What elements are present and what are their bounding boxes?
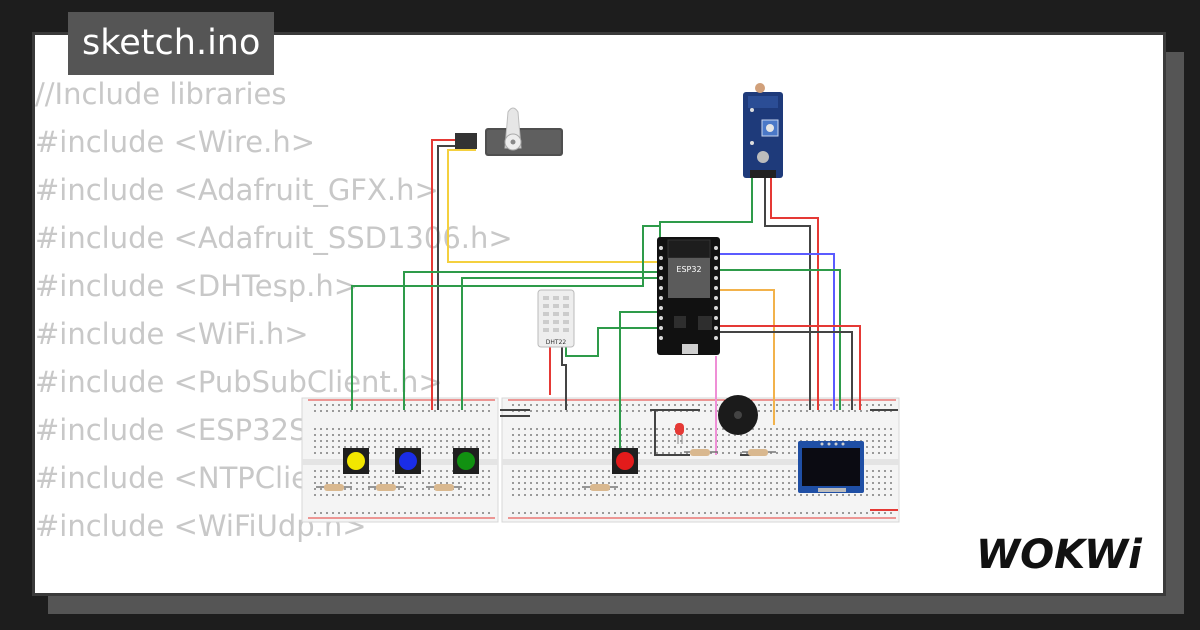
esp32-board: ESP32: [657, 237, 720, 355]
code-line: //Include libraries: [35, 77, 287, 111]
code-line: #include <Adafruit_GFX.h>: [35, 173, 439, 207]
file-name: sketch.ino: [82, 23, 261, 63]
button-blue-cap: [399, 452, 417, 470]
code-preview: //Include libraries #include <Wire.h> #i…: [35, 70, 513, 550]
button-yellow-cap: [347, 452, 365, 470]
wokwi-logo-text: WOKWi: [976, 532, 1143, 578]
code-line: #include <WiFi.h>: [35, 317, 309, 351]
button-yellow: [343, 448, 369, 474]
code-line: #include <Wire.h>: [35, 125, 316, 159]
button-green-cap: [457, 452, 475, 470]
code-line: #include <DHTesp.h>: [35, 269, 359, 303]
resistors: [316, 449, 776, 491]
file-tab[interactable]: sketch.ino: [68, 12, 275, 75]
button-blue: [395, 448, 421, 474]
code-line: #include <Adafruit_SSD1306.h>: [35, 221, 513, 255]
ldr-module: [743, 83, 783, 178]
buzzer: [718, 395, 758, 435]
code-line: #include <PubSubClient.h>: [35, 365, 443, 399]
button-green: [453, 448, 479, 474]
dht22-sensor: DHT22: [537, 289, 575, 348]
button-red-cap: [616, 452, 634, 470]
led: [675, 423, 684, 444]
servo-motor: [455, 107, 563, 156]
wokwi-logo: WOKWi: [976, 532, 1143, 578]
esp32-label: ESP32: [676, 265, 701, 274]
code-line: #include <WiFiUdp.h>: [35, 509, 367, 543]
dht22-label: DHT22: [546, 339, 567, 346]
button-red: [612, 448, 638, 474]
oled-display: [798, 441, 864, 493]
